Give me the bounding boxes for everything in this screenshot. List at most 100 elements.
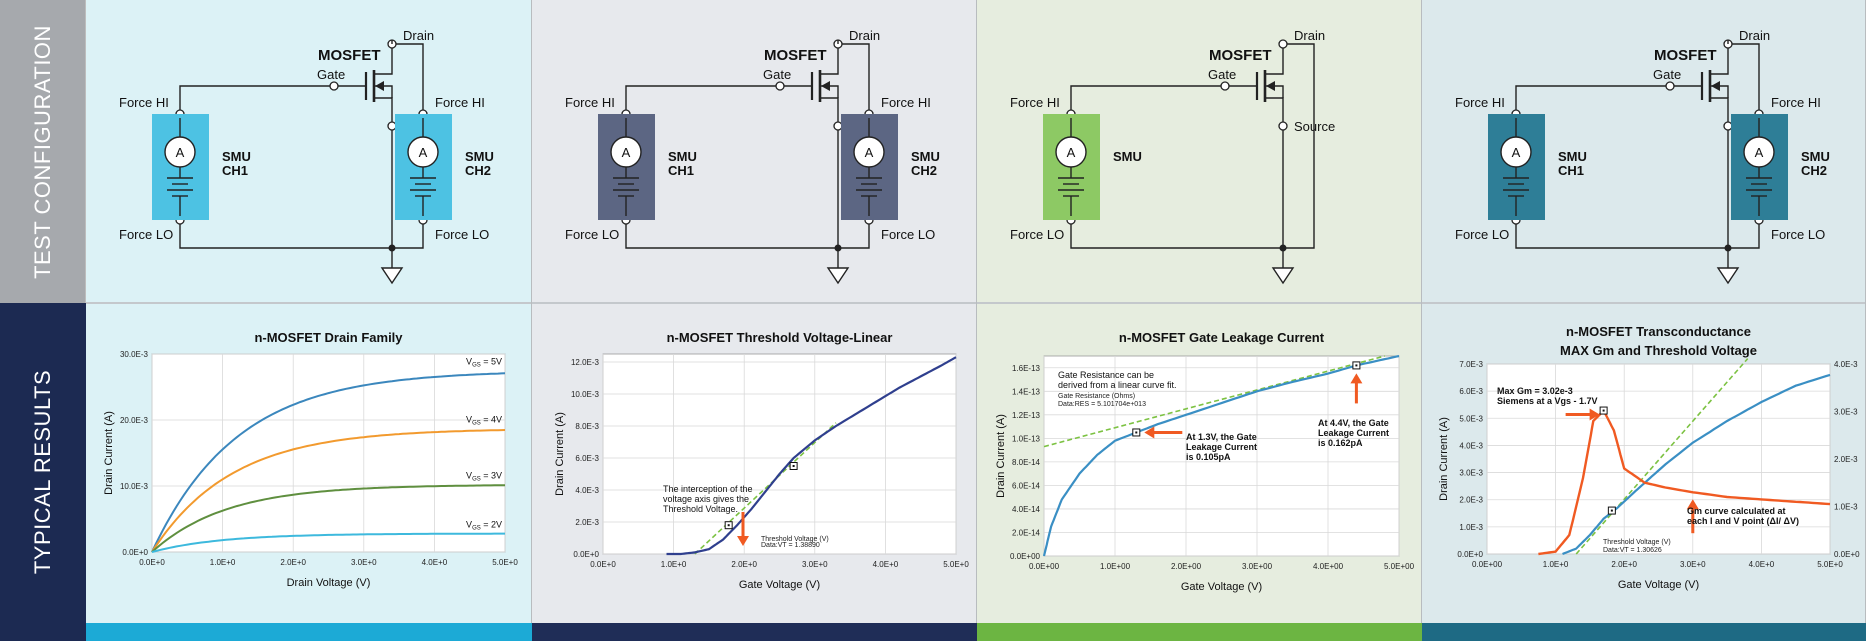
x-axis-label: Gate Voltage (V) <box>1618 579 1699 591</box>
y-tick-label: 1.0E-3 <box>1459 523 1483 532</box>
annotation-text: is 0.162pA <box>1318 438 1363 448</box>
annotation-text: is 0.105pA <box>1186 452 1231 462</box>
drain-label: Drain <box>849 28 880 43</box>
y-tick-label: 6.0E-14 <box>1012 481 1041 490</box>
x-tick-label: 0.0E+00 <box>1472 560 1503 569</box>
ammeter-label: A <box>622 145 631 160</box>
fit-line <box>1043 355 1386 448</box>
y-tick-label: 20.0E-3 <box>120 416 149 425</box>
ground-return-wire <box>179 224 392 249</box>
small-note: Data:VT = 1.38890 <box>761 542 820 549</box>
row-label-test-configuration: TEST CONFIGURATION <box>0 0 86 303</box>
x-tick-label: 0.0E+0 <box>139 558 165 567</box>
drain-feed-wire <box>396 43 424 110</box>
source-terminal <box>387 121 397 131</box>
source-lead <box>1710 97 1729 122</box>
drain-lead <box>1710 48 1729 75</box>
series-label: VGS = 3V <box>466 471 502 483</box>
panel-accent-bar <box>86 623 532 641</box>
leakage-curve <box>1042 354 1400 557</box>
smu-channel-label: CH1 <box>668 163 694 178</box>
force-hi-label: Force HI <box>119 95 169 110</box>
x-axis-label: Drain Voltage (V) <box>287 577 371 589</box>
series-label: VGS = 2V <box>466 520 502 532</box>
annotation-text: Gm curve calculated at <box>1687 506 1786 516</box>
small-note: Gate Resistance (Ohms) <box>1058 393 1135 400</box>
series-label-main: V <box>466 471 472 481</box>
small-note: Threshold Voltage (V) <box>1603 539 1671 546</box>
force-hi-label: Force HI <box>1455 95 1505 110</box>
series-line-vgs-4 <box>151 429 506 553</box>
gate-terminal <box>329 81 339 91</box>
chart-title: n-MOSFET Threshold Voltage-Linear <box>667 330 893 345</box>
arrow-icon <box>1711 81 1720 91</box>
drain-lead <box>1265 48 1284 75</box>
drain-label: Drain <box>403 28 434 43</box>
ammeter-label: A <box>419 145 428 160</box>
y-tick-label: 1.4E-13 <box>1012 387 1041 396</box>
source-terminal <box>833 121 843 131</box>
y-tick-label: 12.0E-3 <box>571 358 600 367</box>
gate-terminal <box>1220 81 1230 91</box>
force-lo-label: Force LO <box>1771 227 1825 242</box>
smu-label: SMU <box>1801 149 1830 164</box>
test-circuit-diagram: MOSFETDrainGateSourceASMUCH1Force HIForc… <box>119 28 494 285</box>
panel-accent-bar <box>532 623 977 641</box>
annotation-text: Max Gm = 3.02e-3 <box>1497 386 1573 396</box>
gate-feed-wire <box>179 85 330 110</box>
gm-curve <box>1538 408 1831 556</box>
series-label: VGS = 4V <box>466 415 502 427</box>
annotation-text: Leakage Current <box>1318 428 1389 438</box>
x-tick-label: 5.0E+0 <box>492 558 518 567</box>
y-tick-label: 2.0E-3 <box>575 518 599 527</box>
y-tick-label: 10.0E-3 <box>571 390 600 399</box>
force-lo-label: Force LO <box>881 227 935 242</box>
test-circuit-diagram: MOSFETDrainGateSourceASMUCH1Force HIForc… <box>1455 28 1830 285</box>
force-hi-label: Force HI <box>565 95 615 110</box>
source-lead <box>374 97 393 122</box>
ground-icon <box>1271 267 1295 285</box>
y2-tick-label: 0.0E+0 <box>1834 550 1860 559</box>
row-label-text: TYPICAL RESULTS <box>30 369 55 575</box>
x-tick-label: 2.0E+00 <box>1171 562 1202 571</box>
annotation-text: each I and V point (ΔI/ ΔV) <box>1687 516 1799 526</box>
annotation-text: At 4.4V, the Gate <box>1318 418 1389 428</box>
annotation-text: derived from a linear curve fit. <box>1058 380 1177 390</box>
x-tick-label: 2.0E+0 <box>1611 560 1637 569</box>
drain-lead <box>374 48 393 75</box>
chart-subtitle: MAX Gm and Threshold Voltage <box>1560 343 1757 358</box>
drain-lead <box>820 48 839 75</box>
y2-tick-label: 3.0E-3 <box>1834 408 1858 417</box>
y-tick-label: 8.0E-3 <box>575 422 599 431</box>
y-tick-label: 1.0E-13 <box>1012 434 1041 443</box>
y-axis-label: Drain Current (A) <box>103 411 115 495</box>
gate-label: Gate <box>317 67 345 82</box>
smu-label: SMU <box>911 149 940 164</box>
annotation-text: Threshold Voltage. <box>663 504 738 514</box>
x-tick-label: 4.0E+0 <box>1749 560 1775 569</box>
source-terminal <box>1723 121 1733 131</box>
ground-return-wire <box>1728 224 1760 249</box>
smu-channel-label: CH2 <box>465 163 491 178</box>
series-label-sub: GS <box>472 421 481 427</box>
annotation-text: Siemens at a Vgs - 1.7V <box>1497 396 1598 406</box>
x-tick-label: 5.0E+0 <box>1817 560 1843 569</box>
force-hi-label: Force HI <box>435 95 485 110</box>
x-tick-label: 3.0E+0 <box>802 560 828 569</box>
force-hi-label: Force HI <box>1771 95 1821 110</box>
x-tick-label: 1.0E+0 <box>661 560 687 569</box>
mosfet-label: MOSFET <box>318 47 381 64</box>
y-tick-label: 7.0E-3 <box>1459 360 1483 369</box>
panel-1: MOSFETDrainGateSourceASMUCH1Force HIForc… <box>86 0 532 623</box>
y-tick-label: 30.0E-3 <box>120 350 149 359</box>
force-hi-label: Force HI <box>1010 95 1060 110</box>
small-note: Threshold Voltage (V) <box>761 536 829 543</box>
x-tick-label: 0.0E+00 <box>1029 562 1060 571</box>
source-lead <box>820 97 839 122</box>
